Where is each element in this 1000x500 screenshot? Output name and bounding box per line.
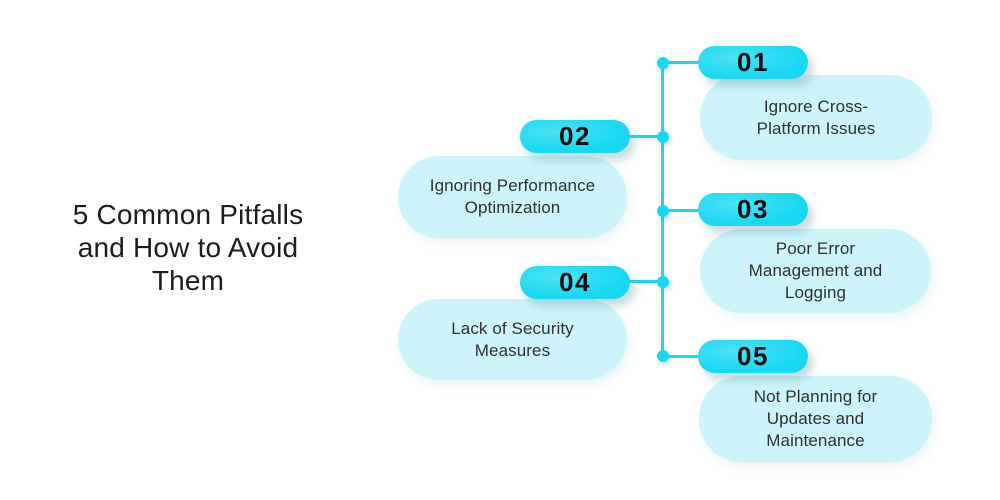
step-label-4: Lack of Security Measures	[451, 318, 574, 360]
step-label-1: Ignore Cross- Platform Issues	[756, 96, 876, 138]
connector-line-step-3	[663, 209, 703, 212]
timeline-node-2	[657, 131, 669, 143]
connector-line-step-1	[663, 61, 703, 64]
step-card-3: Poor Error Management and Logging	[700, 229, 931, 313]
step-badge-1: 01	[698, 46, 808, 79]
step-card-1: Ignore Cross- Platform Issues	[700, 75, 932, 160]
step-number-5: 05	[737, 341, 769, 371]
step-label-2: Ignoring Performance Optimization	[429, 176, 596, 217]
connector-line-step-4	[627, 280, 663, 283]
timeline-node-3	[657, 205, 669, 217]
step-number-1: 01	[737, 47, 769, 77]
timeline-node-4	[657, 276, 669, 288]
step-label-3: Poor Error Management and Logging	[748, 239, 883, 302]
step-card-4: Lack of Security Measures	[398, 299, 627, 380]
connector-line-step-2	[627, 135, 663, 138]
infographic-title: 5 Common Pitfalls and How to Avoid Them	[72, 199, 304, 296]
step-label-5: Not Planning for Updates and Maintenance	[753, 387, 878, 450]
step-number-4: 04	[559, 267, 591, 297]
connector-line-step-5	[663, 355, 703, 358]
step-number-2: 02	[559, 121, 591, 151]
step-badge-5: 05	[698, 340, 808, 373]
step-badge-4: 04	[520, 266, 630, 299]
step-number-3: 03	[737, 194, 769, 224]
timeline-node-1	[657, 57, 669, 69]
step-card-5: Not Planning for Updates and Maintenance	[699, 376, 932, 462]
step-card-2: Ignoring Performance Optimization	[398, 156, 627, 238]
step-badge-3: 03	[698, 193, 808, 226]
step-badge-2: 02	[520, 120, 630, 153]
timeline-node-5	[657, 350, 669, 362]
